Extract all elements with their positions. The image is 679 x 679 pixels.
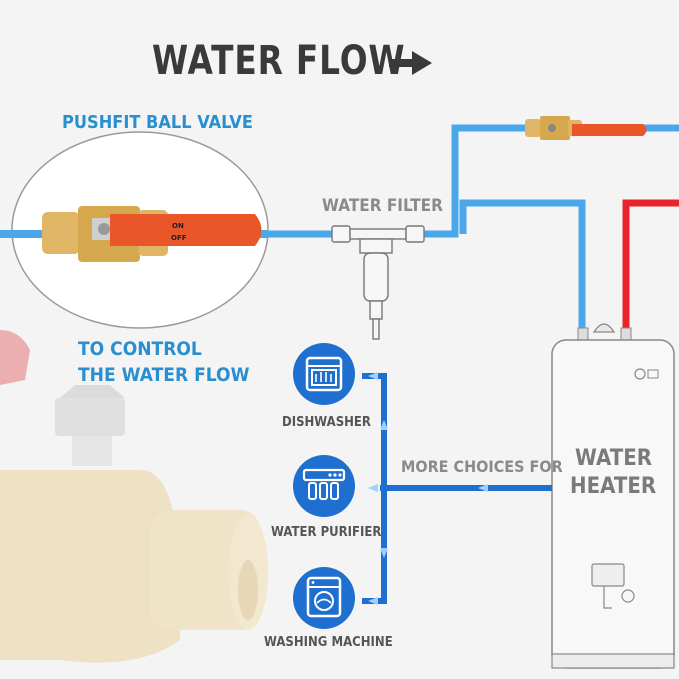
water-purifier-icon — [293, 455, 355, 517]
inline-ball-valve — [525, 116, 647, 140]
water-filter-label: WATER FILTER — [322, 196, 443, 216]
hot-water-line — [622, 199, 679, 336]
pushfit-valve-closeup — [42, 206, 262, 262]
washing-machine-icon — [293, 567, 355, 629]
appliance-label-water-purifier: WATER PURIFIER — [271, 525, 382, 540]
more-choices-label: MORE CHOICES FOR — [401, 457, 563, 476]
dishwasher-icon — [293, 343, 355, 405]
flow-direction-arrow-icon — [389, 51, 432, 75]
water-filter-unit — [331, 225, 425, 340]
valve-on-label: ON — [172, 222, 184, 230]
large-valve-image — [0, 330, 268, 663]
diagram-title: WATER FLOW — [152, 38, 406, 84]
appliance-label-washing-machine: WASHING MACHINE — [264, 635, 393, 650]
valve-purpose-line-2: THE WATER FLOW — [78, 364, 250, 386]
hot-water-branch-lines — [362, 372, 552, 605]
cold-water-line — [268, 124, 679, 336]
valve-callout-title: PUSHFIT BALL VALVE — [62, 112, 253, 133]
appliance-label-dishwasher: DISHWASHER — [282, 415, 371, 430]
valve-off-label: OFF — [171, 234, 187, 242]
water-heater-label-line-2: HEATER — [570, 474, 657, 499]
valve-purpose-line-1: TO CONTROL — [78, 338, 202, 360]
water-heater-tank — [551, 323, 675, 669]
water-heater-label-line-1: WATER — [575, 446, 653, 471]
